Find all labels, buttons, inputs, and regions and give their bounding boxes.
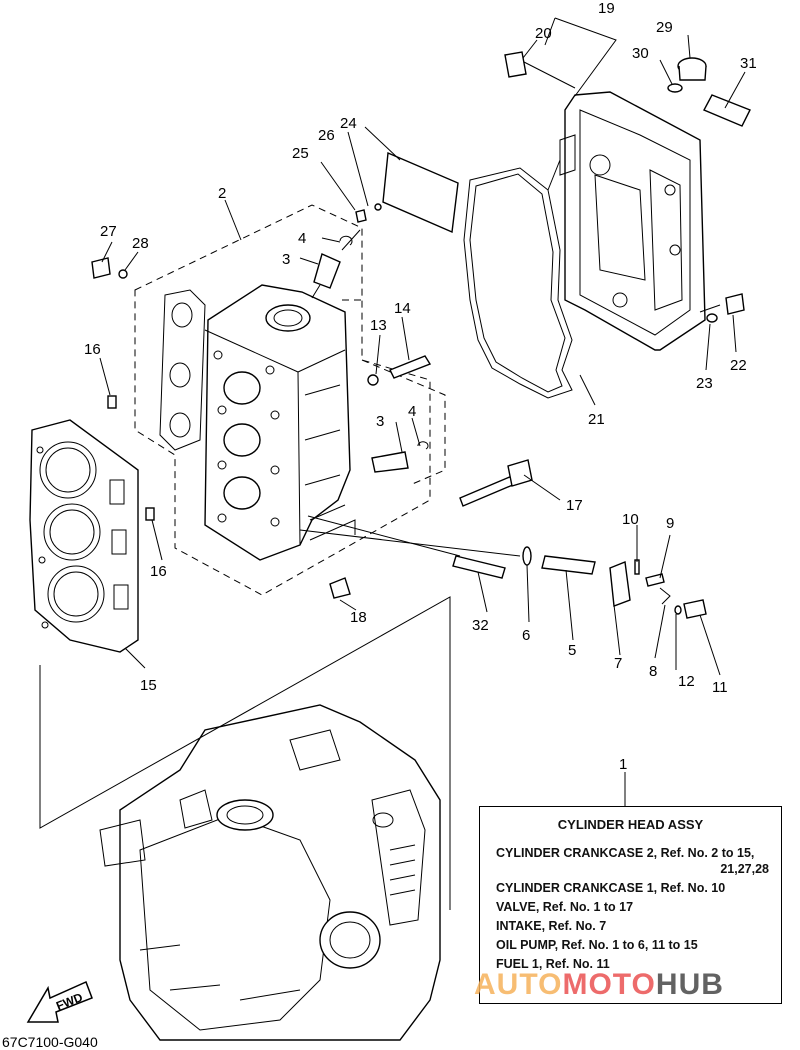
- callout-30: 30: [632, 45, 649, 62]
- cover-gasket: [463, 167, 573, 399]
- callout-14: 14: [394, 300, 411, 317]
- callout-31: 31: [740, 55, 757, 72]
- cylinder-cover: [559, 91, 706, 351]
- exhaust-gasket: [159, 289, 206, 451]
- legend-row-4: INTAKE, Ref. No. 7: [496, 919, 607, 933]
- leader-lines: [99, 17, 746, 806]
- callout-21: 21: [588, 411, 605, 428]
- legend-row-5: OIL PUMP, Ref. No. 1 to 6, 11 to 15: [496, 938, 698, 952]
- callout-10: 10: [622, 511, 639, 528]
- legend-row-2: CYLINDER CRANKCASE 1, Ref. No. 10: [496, 881, 726, 895]
- legend-row-6: FUEL 1, Ref. No. 11: [496, 957, 610, 971]
- callout-11: 11: [712, 679, 728, 696]
- callout-4-top: 4: [298, 230, 306, 247]
- head-assembly-dashed-outline: [134, 204, 431, 596]
- callout-32: 32: [472, 617, 489, 634]
- valve-assembly-dashed-outline: [342, 299, 446, 486]
- callout-1: 1: [619, 756, 627, 773]
- callout-28: 28: [132, 235, 149, 252]
- callout-5: 5: [568, 642, 576, 659]
- callout-8: 8: [649, 663, 657, 680]
- legend-row-3: VALVE, Ref. No. 1 to 17: [496, 900, 634, 914]
- callout-6: 6: [522, 627, 530, 644]
- callout-7: 7: [614, 655, 622, 672]
- crankcase-block: [99, 704, 441, 1041]
- legend-row-1-cont: 21,27,28: [720, 862, 769, 876]
- callout-22: 22: [730, 357, 747, 374]
- callout-9: 9: [666, 515, 674, 532]
- callout-23: 23: [696, 375, 713, 392]
- legend-row-1: CYLINDER CRANKCASE 2, Ref. No. 2 to 15,: [496, 846, 755, 860]
- callout-27: 27: [100, 223, 117, 240]
- callout-26: 26: [318, 127, 335, 144]
- fwd-arrow: FWD: [26, 980, 93, 1023]
- callout-16-low: 16: [150, 563, 167, 580]
- callout-15: 15: [140, 677, 157, 694]
- callout-16-top: 16: [84, 341, 101, 358]
- assembly-legend-box: CYLINDER HEAD ASSY CYLINDER CRANKCASE 2,…: [479, 806, 782, 1004]
- callout-numbers: 19 20 29 30 31 24 26 25 2 27 28 4 3 14 1…: [84, 0, 757, 773]
- callout-12: 12: [678, 673, 695, 690]
- callout-3-mid: 3: [376, 413, 384, 430]
- callout-13: 13: [370, 317, 387, 334]
- callout-18: 18: [350, 609, 367, 626]
- legend-title: CYLINDER HEAD ASSY: [557, 817, 704, 832]
- head-gasket: [29, 419, 139, 653]
- diagram-part-code: 67C7100-G040: [2, 1034, 98, 1050]
- callout-25: 25: [292, 145, 309, 162]
- callout-2: 2: [218, 185, 226, 202]
- plate-24: [382, 151, 459, 234]
- small-parts: [91, 51, 751, 619]
- callout-29: 29: [656, 19, 673, 36]
- callout-3-top: 3: [282, 251, 290, 268]
- callout-24: 24: [340, 115, 357, 132]
- assembly-line: [39, 596, 451, 910]
- cylinder-head: [204, 284, 356, 561]
- callout-20: 20: [535, 25, 552, 42]
- callout-17: 17: [566, 497, 583, 514]
- callout-4-mid: 4: [408, 403, 416, 420]
- callout-19: 19: [598, 0, 615, 17]
